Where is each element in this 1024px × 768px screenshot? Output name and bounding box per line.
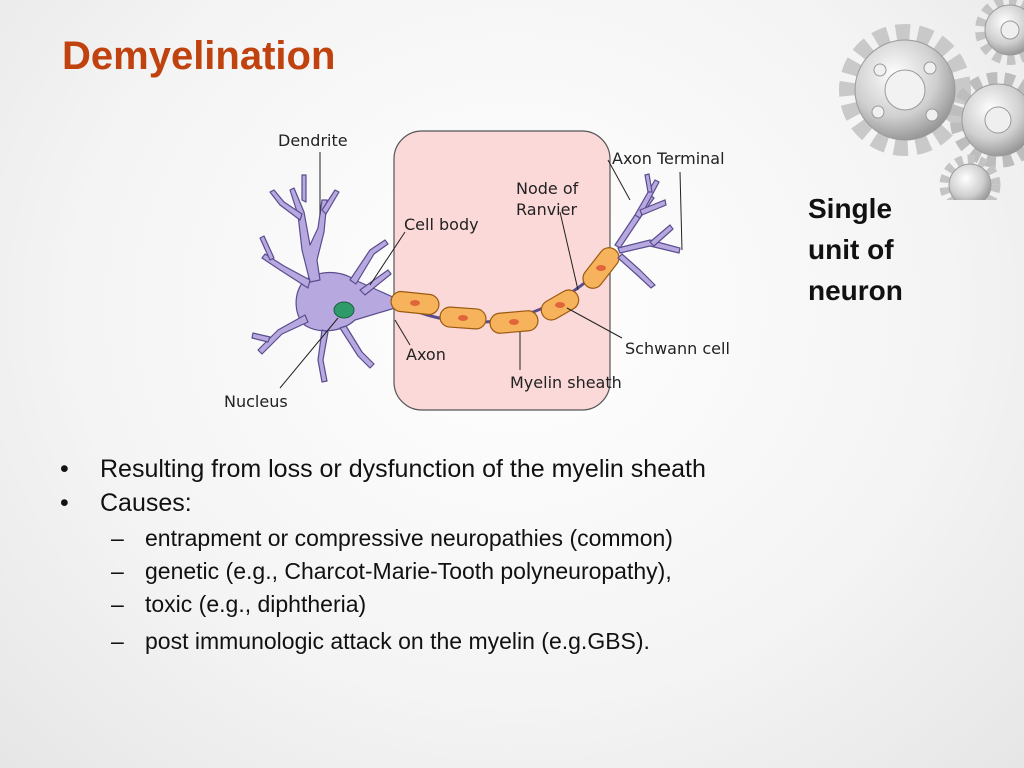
sub-bullet-item: genetic (e.g., Charcot-Marie-Tooth polyn… (100, 555, 960, 588)
label-nucleus: Nucleus (224, 392, 288, 411)
sub-bullet-list: entrapment or compressive neuropathies (… (100, 522, 960, 658)
label-dendrite: Dendrite (278, 131, 348, 150)
highlight-box (393, 130, 611, 411)
axon-terminal-shape (614, 173, 681, 289)
sub-bullet-item: post immunologic attack on the myelin (e… (100, 625, 960, 658)
slide-title: Demyelination (62, 34, 336, 78)
bullet-text: Causes: (100, 489, 192, 517)
gears-decoration (839, 0, 1024, 200)
side-note: Single unit of neuron (808, 193, 903, 306)
bullet-text: Resulting from loss or dysfunction of th… (100, 455, 706, 483)
label-axon-terminal: Axon Terminal (612, 149, 725, 168)
sub-bullet-item: toxic (e.g., diphtheria) (100, 588, 960, 621)
neuron-cell (251, 174, 396, 383)
label-cell-body: Cell body (404, 215, 479, 234)
neuron-diagram: Dendrite Axon Terminal Node of Ranvier C… (224, 130, 730, 411)
bullet-item: Resulting from loss or dysfunction of th… (60, 452, 960, 486)
bullet-item: Causes: entrapment or compressive neurop… (60, 486, 960, 658)
gear-icon (839, 24, 971, 156)
label-schwann-cell: Schwann cell (625, 339, 730, 358)
label-node-of-ranvier-line2: Ranvier (516, 200, 577, 219)
label-myelin-sheath: Myelin sheath (510, 373, 622, 392)
bullet-list: Resulting from loss or dysfunction of th… (60, 452, 960, 658)
nucleus-shape (333, 301, 355, 319)
label-axon: Axon (406, 345, 446, 364)
sub-bullet-item: entrapment or compressive neuropathies (… (100, 522, 960, 555)
gear-icon (939, 154, 1001, 200)
label-node-of-ranvier-line1: Node of (516, 179, 579, 198)
gear-icon (975, 0, 1024, 65)
gear-icon (950, 72, 1024, 168)
